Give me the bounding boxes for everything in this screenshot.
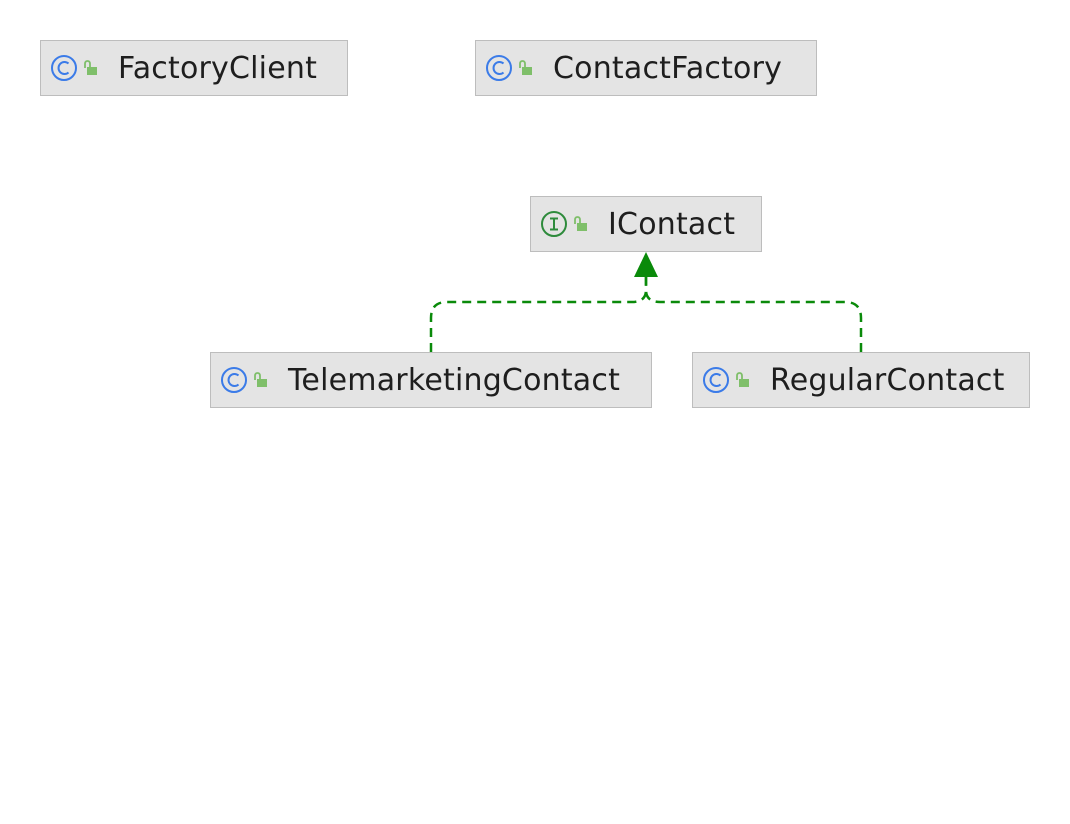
- public-unlock-icon: [82, 60, 98, 76]
- class-c-icon: [220, 366, 248, 394]
- interface-node-icontact[interactable]: IContact: [530, 196, 762, 252]
- edge-telemarketing-implements-icontact: [429, 276, 648, 352]
- public-unlock-icon: [517, 60, 533, 76]
- class-c-icon: [50, 54, 78, 82]
- interface-i-icon: [540, 210, 568, 238]
- node-label: TelemarketingContact: [288, 362, 621, 398]
- class-node-contact-factory[interactable]: ContactFactory: [475, 40, 817, 96]
- class-node-telemarketing-contact[interactable]: TelemarketingContact: [210, 352, 652, 408]
- public-unlock-icon: [572, 216, 588, 232]
- edge-regular-implements-icontact: [644, 276, 863, 352]
- public-unlock-icon: [734, 372, 750, 388]
- class-node-regular-contact[interactable]: RegularContact: [692, 352, 1030, 408]
- implements-arrowhead: [634, 252, 658, 277]
- node-label: IContact: [608, 206, 736, 242]
- node-label: ContactFactory: [553, 50, 783, 86]
- node-label: FactoryClient: [118, 50, 318, 86]
- node-label: RegularContact: [770, 362, 1005, 398]
- public-unlock-icon: [252, 372, 268, 388]
- class-c-icon: [702, 366, 730, 394]
- class-node-factory-client[interactable]: FactoryClient: [40, 40, 348, 96]
- class-c-icon: [485, 54, 513, 82]
